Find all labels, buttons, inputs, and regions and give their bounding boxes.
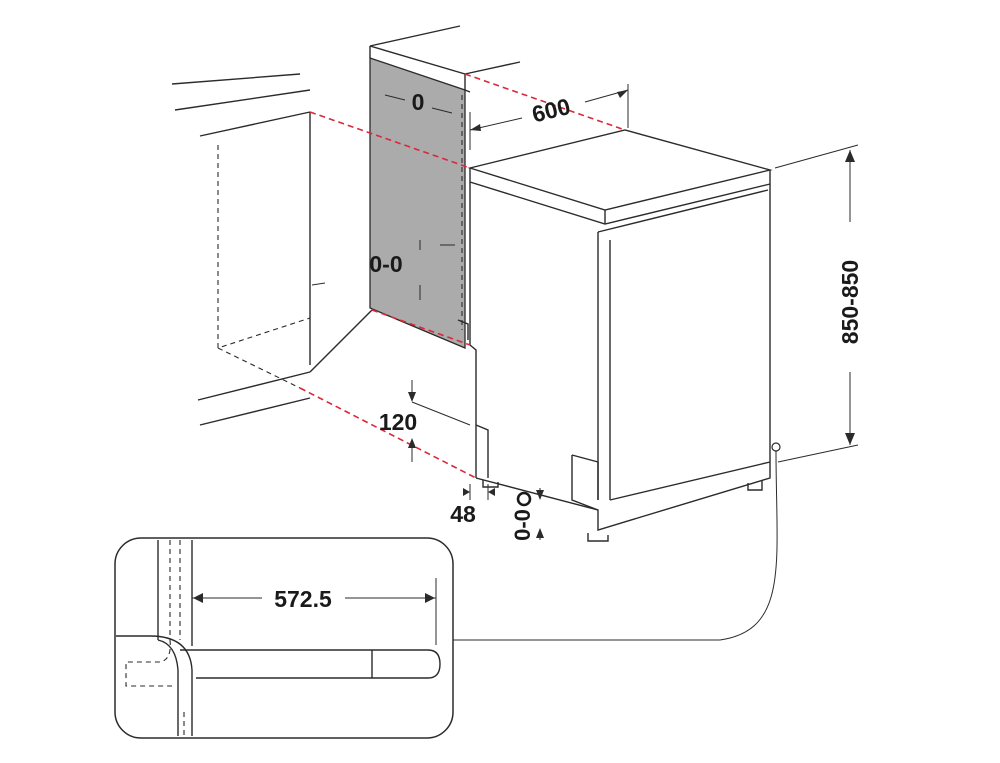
dim-plinth: 120 xyxy=(379,380,471,462)
detail-inset: 572.5 xyxy=(114,537,454,739)
dim-height-label: 850-850 xyxy=(837,260,863,344)
dim-front-gap-label: 0-0 xyxy=(510,509,535,541)
dim-width: 600 xyxy=(469,84,629,150)
side-panel xyxy=(369,25,521,349)
dim-plinth-label: 120 xyxy=(379,409,417,435)
left-cabinet xyxy=(171,73,373,426)
dim-side-height: 0-0 xyxy=(369,240,455,300)
dim-height: 850-850 xyxy=(774,144,863,463)
dim-side-gap-label: 0 xyxy=(412,89,425,115)
dim-foot-label: 48 xyxy=(450,501,476,527)
guide-lines xyxy=(299,73,626,479)
detail-leader xyxy=(453,450,778,641)
dim-detail-depth-label: 572.5 xyxy=(274,586,332,612)
dim-front-gap: 0-0 xyxy=(510,488,544,541)
dim-side-height-label: 0-0 xyxy=(369,251,402,277)
dim-side-gap: 0 xyxy=(384,89,453,115)
dim-foot: 48 xyxy=(450,484,495,527)
dishwasher xyxy=(467,129,781,542)
